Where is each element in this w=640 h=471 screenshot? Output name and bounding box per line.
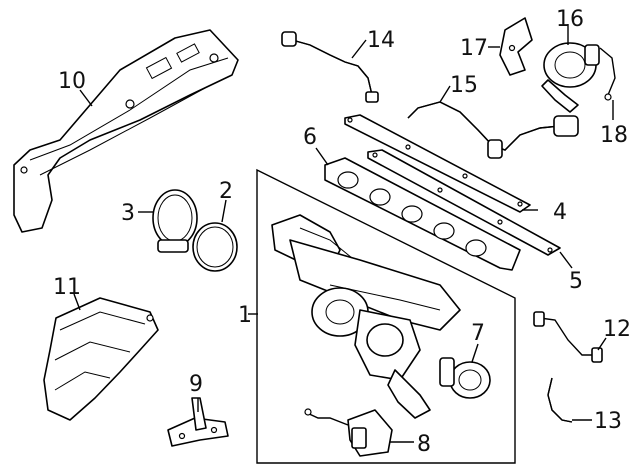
part-16-pump [541,42,600,113]
callout-15: 15 [450,73,478,98]
callout-17: 17 [460,36,488,61]
part-4-gasket-strip [344,114,531,213]
leader-lines [73,24,614,443]
part-1-turbocharger [271,214,461,419]
part-9-bracket [167,397,229,447]
part-13-hose [547,377,573,423]
part-15-coolant-pipe [407,101,579,159]
part-12-sensor-wire [533,311,603,363]
callout-8: 8 [417,432,431,457]
callout-5: 5 [569,269,583,294]
callout-6: 6 [303,125,317,150]
callout-18: 18 [600,123,628,148]
part-17-bracket [499,17,533,76]
callout-13: 13 [594,409,622,434]
part-14-pipe [281,31,379,103]
callout-10: 10 [58,69,86,94]
part-10-heat-shield [13,29,239,233]
callout-16: 16 [556,7,584,32]
part-5-gasket-strip [367,149,561,256]
part-7-valve [439,357,491,399]
part-2-gasket-ring [192,222,238,272]
callout-2: 2 [219,179,233,204]
part-18-wire [599,47,616,101]
callout-11: 11 [53,275,81,300]
part-8-sensor [304,408,393,457]
callout-3: 3 [121,201,135,226]
callout-14: 14 [367,28,395,53]
assembly-group-box [256,168,516,464]
part-11-lower-heat-shield [43,297,159,421]
callouts: 1 2 3 4 5 6 7 8 9 10 11 12 13 14 15 16 1… [53,7,631,457]
callout-4: 4 [553,200,567,225]
part-3-clamp [152,189,198,253]
callout-7: 7 [471,321,485,346]
callout-9: 9 [189,372,203,397]
part-6-manifold-gasket [324,157,521,271]
callout-1: 1 [238,303,252,328]
callout-12: 12 [603,317,631,342]
